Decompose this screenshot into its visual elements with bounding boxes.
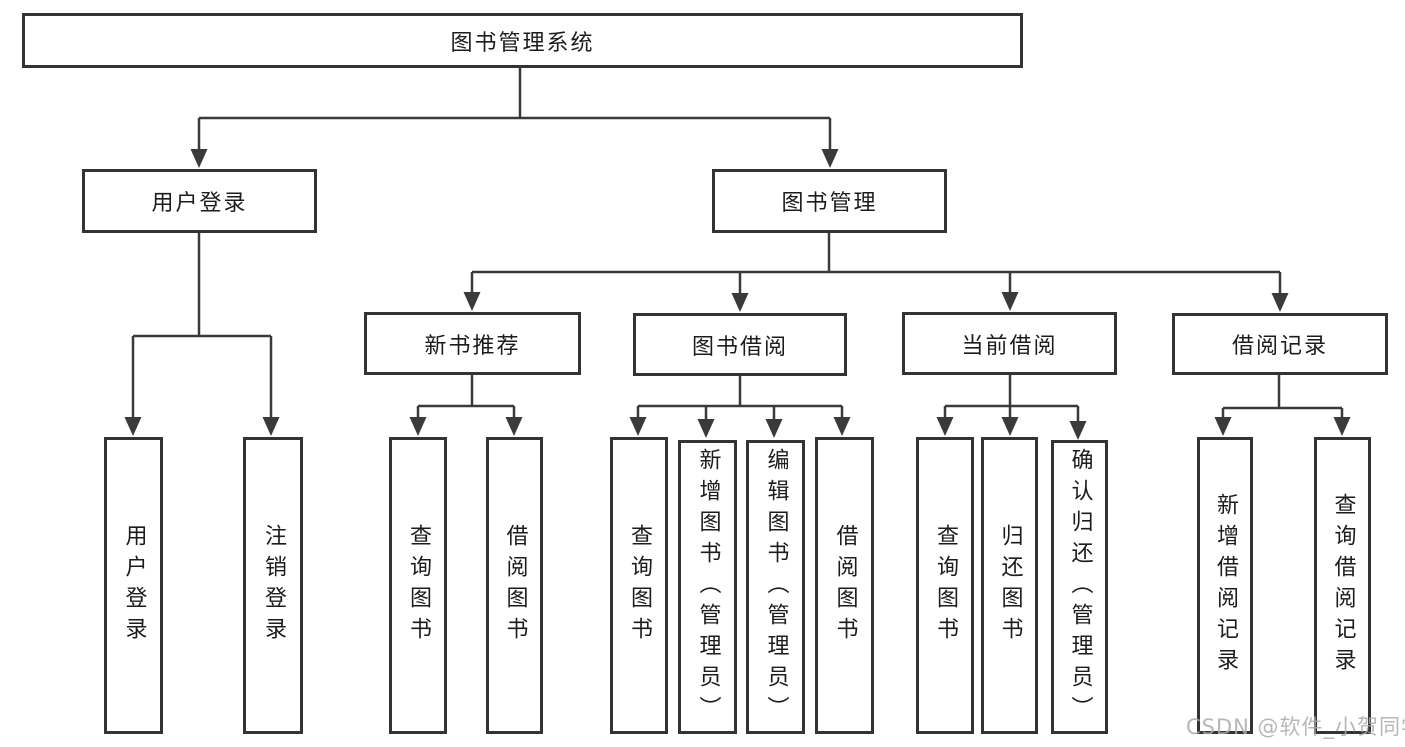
node-leaf-borrow-books-2: 借阅图书	[815, 437, 874, 734]
node-branch-book-management-label: 图书管理	[781, 191, 878, 216]
node-group-borrow-record-label: 借阅记录	[1231, 334, 1328, 359]
node-branch-user-login-label: 用户登录	[151, 191, 248, 216]
node-leaf-logout-label: 注销登录	[261, 523, 286, 648]
node-leaf-query-books-1-label: 查询图书	[406, 523, 431, 648]
node-leaf-confirm-return-admin-label: 确认归还（管理员）	[1067, 447, 1093, 727]
node-group-borrow-record: 借阅记录	[1172, 313, 1388, 375]
node-group-book-borrow-label: 图书借阅	[691, 334, 788, 360]
node-branch-book-management: 图书管理	[712, 169, 947, 233]
node-group-new-book-recommend-label: 新书推荐	[424, 333, 521, 359]
node-root-system: 图书管理系统	[22, 13, 1023, 68]
node-branch-user-login: 用户登录	[82, 169, 317, 233]
node-leaf-add-borrow-record: 新增借阅记录	[1197, 437, 1253, 734]
node-leaf-borrow-books-1-label: 借阅图书	[502, 523, 528, 648]
node-leaf-query-borrow-record-label: 查询借阅记录	[1330, 492, 1356, 679]
node-leaf-add-books-admin-label: 新增图书（管理员）	[695, 447, 721, 727]
node-leaf-borrow-books-1: 借阅图书	[486, 437, 543, 734]
node-group-new-book-recommend: 新书推荐	[364, 312, 581, 375]
node-leaf-borrow-books-2-label: 借阅图书	[832, 523, 858, 648]
node-group-current-borrow-label: 当前借阅	[961, 333, 1058, 359]
node-leaf-return-books: 归还图书	[981, 437, 1038, 734]
node-group-current-borrow: 当前借阅	[902, 312, 1117, 375]
node-leaf-user-login-label: 用户登录	[121, 523, 147, 648]
node-leaf-user-login: 用户登录	[104, 437, 163, 734]
node-leaf-query-books-2-label: 查询图书	[627, 523, 652, 648]
node-leaf-confirm-return-admin: 确认归还（管理员）	[1051, 440, 1108, 734]
node-group-book-borrow: 图书借阅	[633, 313, 847, 376]
node-leaf-logout: 注销登录	[243, 437, 303, 734]
node-leaf-query-books-3-label: 查询图书	[933, 523, 958, 648]
node-leaf-query-books-1: 查询图书	[389, 437, 447, 734]
node-leaf-return-books-label: 归还图书	[997, 523, 1023, 648]
node-leaf-add-borrow-record-label: 新增借阅记录	[1213, 492, 1238, 679]
node-leaf-edit-books-admin: 编辑图书（管理员）	[746, 440, 805, 734]
node-leaf-query-books-3: 查询图书	[916, 437, 974, 734]
node-leaf-query-books-2: 查询图书	[610, 437, 668, 734]
node-leaf-add-books-admin: 新增图书（管理员）	[678, 440, 737, 734]
node-root-label: 图书管理系统	[450, 30, 595, 56]
node-leaf-edit-books-admin-label: 编辑图书（管理员）	[763, 447, 789, 727]
csdn-watermark: CSDN @软件_小贺同学	[1186, 715, 1405, 739]
node-leaf-query-borrow-record: 查询借阅记录	[1314, 437, 1371, 734]
